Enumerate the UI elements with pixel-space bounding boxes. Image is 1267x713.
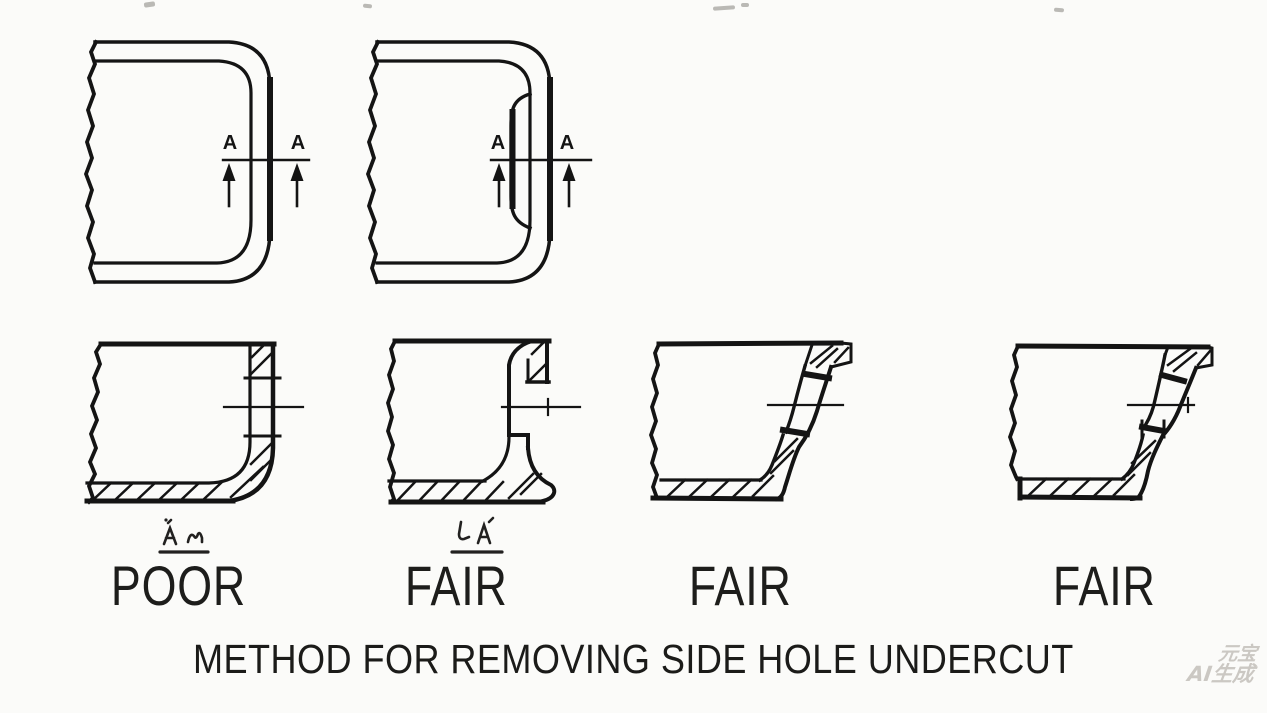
scan-artifact bbox=[1053, 7, 1065, 13]
rating-label-poor: POOR bbox=[110, 554, 246, 617]
scan-artifact bbox=[362, 3, 373, 9]
section-view-side-boss: A A bbox=[365, 39, 593, 285]
hole-edge bbox=[779, 426, 811, 438]
section-view-plain-wall: A A bbox=[83, 39, 311, 285]
cross-section-fair-sloped-1 bbox=[648, 340, 853, 502]
watermark: 元宝 AI生成 bbox=[1185, 643, 1258, 687]
rating-label-fair-3: FAIR bbox=[1052, 554, 1156, 617]
watermark-line2: AI生成 bbox=[1185, 662, 1256, 687]
hole-edge bbox=[1158, 371, 1188, 385]
rating-label-fair-2: FAIR bbox=[688, 554, 792, 617]
hole-edge bbox=[801, 370, 833, 382]
section-arrow bbox=[562, 163, 576, 181]
section-marker-label: A bbox=[223, 132, 237, 154]
scan-artifact bbox=[741, 3, 749, 7]
section-mark-scribble bbox=[450, 516, 504, 554]
scan-artifact bbox=[143, 1, 156, 8]
cross-section-poor bbox=[84, 341, 305, 505]
section-arrow bbox=[222, 163, 236, 181]
section-marker-label: A bbox=[291, 132, 305, 154]
hole-edge bbox=[1138, 423, 1168, 435]
section-arrow bbox=[492, 163, 506, 181]
section-mark-scribble bbox=[158, 518, 210, 554]
scan-artifact bbox=[712, 5, 736, 11]
section-marker-label: A bbox=[491, 132, 505, 154]
cross-section-fair-stepped bbox=[386, 338, 582, 505]
section-arrow bbox=[290, 163, 304, 181]
cross-section-fair-sloped-2 bbox=[1007, 343, 1214, 502]
diagram-title: METHOD FOR REMOVING SIDE HOLE UNDERCUT bbox=[193, 636, 1074, 682]
section-marker-label: A bbox=[560, 132, 574, 154]
rating-label-fair-1: FAIR bbox=[404, 554, 508, 617]
